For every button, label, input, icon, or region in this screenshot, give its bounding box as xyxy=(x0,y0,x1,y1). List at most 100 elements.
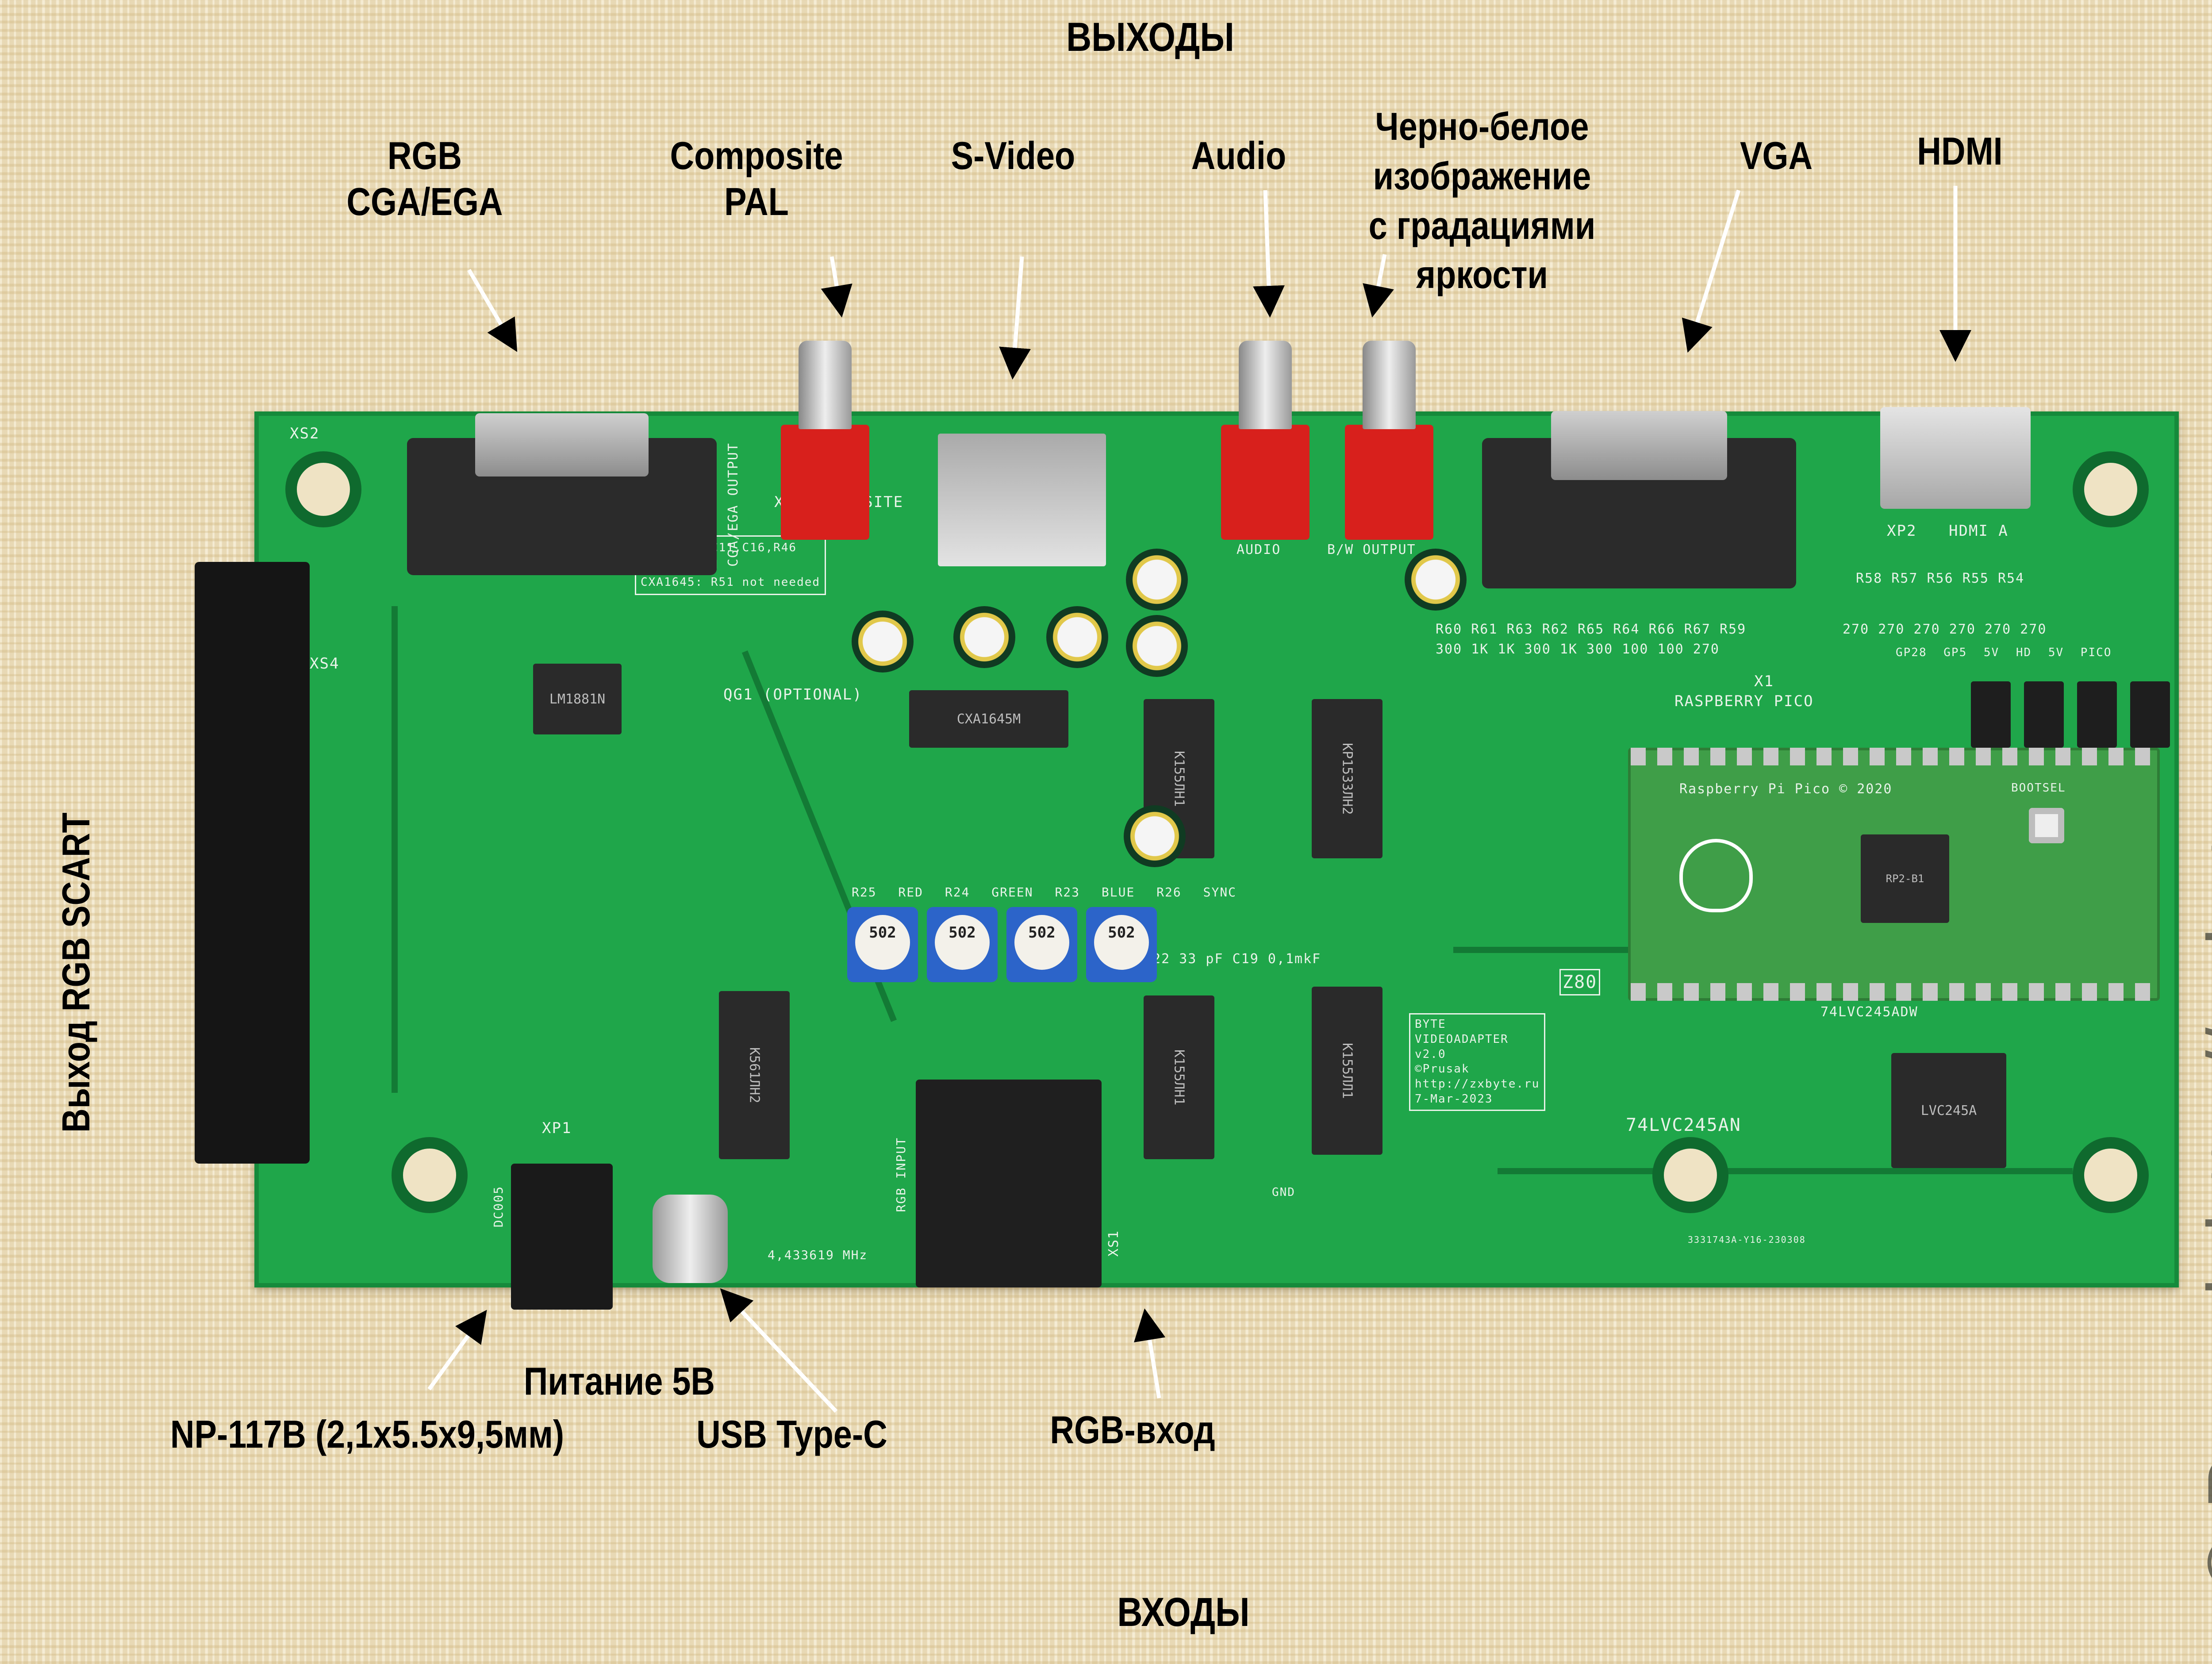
chip-dd2: К155ЛЛ1 xyxy=(1312,987,1382,1155)
trimmer-sync[interactable]: 502 xyxy=(1086,907,1157,982)
copyright-watermark: © Prusak http://zxbyte.ru xyxy=(2191,695,2212,1593)
chip-dd3: КР1533ЛН2 xyxy=(1312,699,1382,858)
silk-audio: AUDIO xyxy=(1237,542,1281,557)
label-composite-line1: Composite xyxy=(670,134,843,177)
silk-hdmi-resistors: R58 R57 R56 R55 R54 xyxy=(1856,571,2025,586)
label-vga: VGA xyxy=(1740,134,1813,177)
chip-dd7: К561ЛН2 xyxy=(719,991,790,1159)
rca-barrel xyxy=(799,341,852,429)
electrolytic-capacitor xyxy=(852,611,914,673)
dsub-rgb-cga-connector[interactable] xyxy=(407,413,717,575)
electrolytic-capacitor xyxy=(1046,606,1108,668)
rp2040-chip: RP2-B1 xyxy=(1861,834,1949,923)
silk-title-line6: 7-Mar-2023 xyxy=(1415,1092,1493,1106)
rgb-input-connector[interactable] xyxy=(916,1080,1102,1287)
label-rgb-cga-ega: RGB CGA/EGA xyxy=(326,133,523,225)
silk-vga-resistors: R60 R61 R63 R62 R65 R64 R66 R67 R59 xyxy=(1436,622,1747,637)
scart-connector[interactable] xyxy=(195,562,310,1164)
silk-note-line3: CXA1645: R51 not needed xyxy=(641,576,821,589)
vga-connector[interactable] xyxy=(1482,411,1796,588)
silk-xp1: XP1 xyxy=(542,1119,572,1137)
silk-rgb-input: RGB INPUT xyxy=(894,1137,908,1212)
electrolytic-capacitor xyxy=(1405,549,1467,611)
svideo-connector[interactable] xyxy=(938,434,1106,566)
rca-audio-jack[interactable] xyxy=(1221,341,1310,540)
pcb-trace xyxy=(392,606,398,1093)
label-power: Питание 5В xyxy=(523,1359,715,1403)
label-bw-line2: изображение xyxy=(1373,154,1591,198)
silk-jumper-5vhd: 5V HD xyxy=(1983,646,2032,659)
label-dc-jack: NP-117B (2,1x5.5x9,5мм) xyxy=(170,1412,565,1456)
inputs-heading: ВХОДЫ xyxy=(1117,1590,1250,1635)
silk-trimmer-green: R24 GREEN xyxy=(945,885,1033,899)
arrow-audio xyxy=(1253,190,1285,318)
silk-freq: 4,433619 MHz xyxy=(768,1248,868,1262)
trimmer-blue[interactable]: 502 xyxy=(1006,907,1077,982)
silk-title-line3: v2.0 xyxy=(1415,1047,1446,1061)
jumper-gp5[interactable] xyxy=(2024,681,2064,748)
arrow-power-dc xyxy=(427,1310,487,1391)
silk-jumpers: GP28 GP5 5V HD 5V PICO xyxy=(1896,646,2112,659)
silk-jumper-gp28: GP28 xyxy=(1896,646,1927,659)
silk-pcb-code: 3331743A-Y16-230308 xyxy=(1688,1234,1806,1245)
silk-title-line1: BYTE xyxy=(1415,1018,1446,1031)
silk-x1: X1 xyxy=(1754,673,1774,690)
electrolytic-capacitor xyxy=(1124,805,1186,867)
pcb-trace xyxy=(1498,1168,2073,1174)
vga-shell xyxy=(1551,411,1727,480)
electrolytic-capacitor xyxy=(1126,615,1188,677)
usb-c-connector[interactable] xyxy=(653,1195,728,1283)
electrolytic-capacitor xyxy=(953,606,1015,668)
label-composite-line2: PAL xyxy=(724,179,789,223)
jumper-5v-hd[interactable] xyxy=(2077,681,2117,748)
jumper-gp28[interactable] xyxy=(1971,681,2011,748)
hdmi-connector[interactable] xyxy=(1880,407,2031,509)
label-composite: Composite PAL xyxy=(638,133,874,225)
rca-bw-jack[interactable] xyxy=(1345,341,1433,540)
label-rgb-line1: RGB xyxy=(387,134,462,177)
label-audio: Audio xyxy=(1191,134,1286,177)
silk-raspberry-pico: RASPBERRY PICO xyxy=(1674,692,1814,710)
electrolytic-capacitor xyxy=(1126,549,1188,611)
silk-xp2: XP2 xyxy=(1887,522,1917,540)
label-bw-line4: яркости xyxy=(1416,253,1548,297)
silk-title-line5: http://zxbyte.ru xyxy=(1415,1077,1540,1091)
silk-jumper-gp5: GP5 xyxy=(1943,646,1967,659)
silk-dd8-dip: 74LVC245AN xyxy=(1626,1115,1741,1135)
silk-dc005: DC005 xyxy=(491,1186,506,1228)
trimmer-value-label: 502 xyxy=(1108,924,1135,942)
arrow-rgb-in xyxy=(1134,1308,1166,1399)
dsub-shell xyxy=(475,413,649,477)
silk-title-line2: VIDEOADAPTER xyxy=(1415,1032,1509,1046)
dc-power-jack[interactable] xyxy=(511,1164,613,1310)
arrow-composite xyxy=(821,256,853,318)
jumper-5v-pico[interactable] xyxy=(2130,681,2170,748)
silk-title-line4: ©Prusak xyxy=(1415,1062,1470,1076)
silk-gnd: GND xyxy=(1272,1186,1295,1199)
silk-jumper-5vpico: 5V PICO xyxy=(2048,646,2112,659)
label-bw-line3: с градациями xyxy=(1368,203,1596,247)
arrow-bw xyxy=(1363,254,1394,318)
arrow-svideo xyxy=(999,256,1031,380)
trimmer-value-label: 502 xyxy=(869,924,896,942)
raspberry-pi-pico: Raspberry Pi Pico © 2020 BOOTSEL RP2-B1 xyxy=(1628,748,2160,1001)
trimmer-value-label: 502 xyxy=(1028,924,1056,942)
trimmer-red[interactable]: 502 xyxy=(847,907,918,982)
rca-composite-jack[interactable] xyxy=(781,341,869,540)
silk-cga-ega-output: CGA/EGA OUTPUT xyxy=(726,442,741,567)
pico-bootsel-label: BOOTSEL xyxy=(2011,781,2066,795)
rca-barrel xyxy=(1363,341,1416,429)
silk-xs1: XS1 xyxy=(1106,1230,1121,1257)
pico-pin-row-top xyxy=(1631,748,2157,765)
silk-xs2: XS2 xyxy=(290,425,320,442)
label-svideo: S-Video xyxy=(951,134,1075,177)
arrow-vga xyxy=(1682,189,1741,353)
label-rgb-in: RGB-вход xyxy=(1050,1408,1215,1452)
bootsel-button[interactable] xyxy=(2029,808,2064,843)
silk-dd8-smd: 74LVC245ADW xyxy=(1820,1004,1918,1020)
trimmer-green[interactable]: 502 xyxy=(927,907,998,982)
trimmer-value-label: 502 xyxy=(949,924,976,942)
label-hdmi: HDMI xyxy=(1917,129,2003,173)
silk-hdmi-a: HDMI A xyxy=(1949,522,2008,540)
